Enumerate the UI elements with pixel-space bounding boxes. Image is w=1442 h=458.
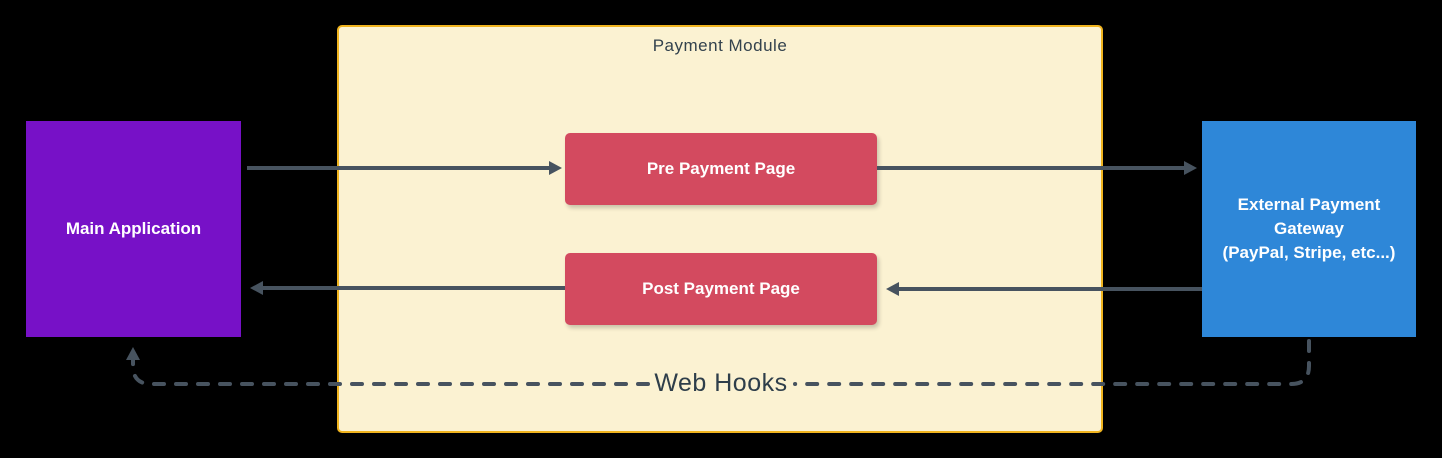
- payment-module-title: Payment Module: [652, 36, 788, 55]
- node-post-payment-page: Post Payment Page: [565, 253, 877, 325]
- post-payment-page-label: Post Payment Page: [642, 279, 800, 298]
- node-main-application: Main Application: [26, 121, 241, 337]
- pre-payment-page-label: Pre Payment Page: [646, 159, 796, 178]
- node-pre-payment-page: Pre Payment Page: [565, 133, 877, 205]
- gateway-label-line-3: (PayPal, Stripe, etc...): [1222, 243, 1396, 262]
- gateway-label-line-1: External Payment: [1237, 195, 1381, 214]
- webhooks-label: Web Hooks: [654, 369, 788, 397]
- node-external-payment-gateway: External Payment Gateway (PayPal, Stripe…: [1202, 121, 1416, 337]
- gateway-label-line-2: Gateway: [1274, 219, 1344, 238]
- main-application-label: Main Application: [65, 219, 202, 238]
